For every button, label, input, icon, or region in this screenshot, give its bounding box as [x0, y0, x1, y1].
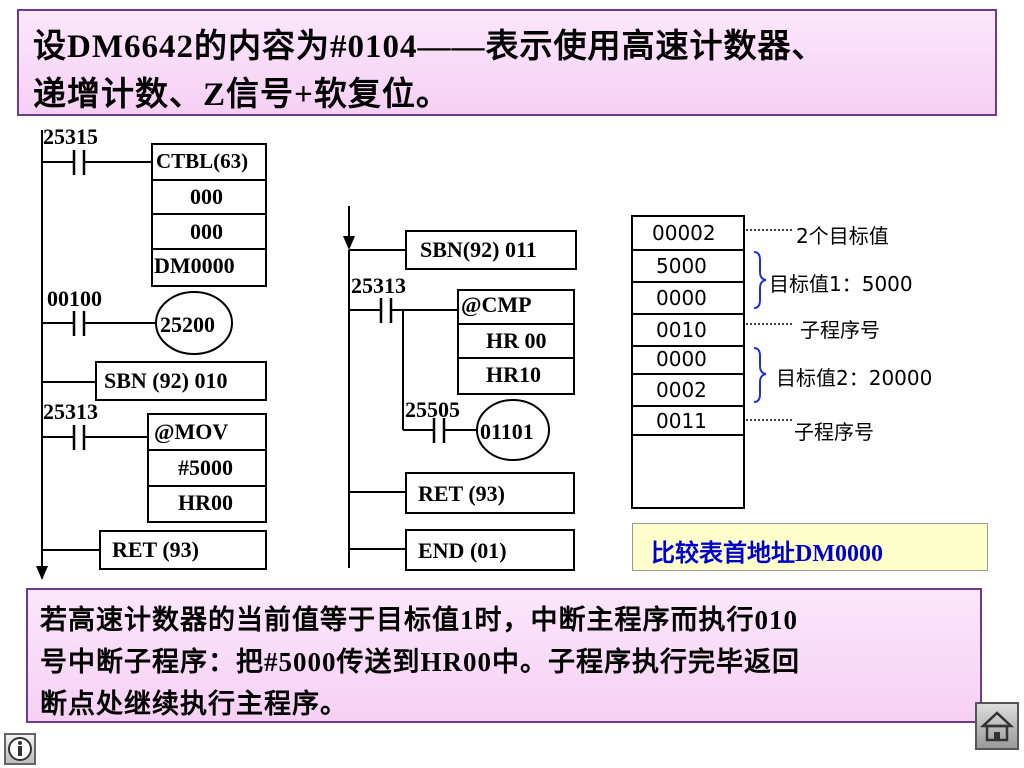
info-button[interactable]	[4, 733, 36, 765]
cmp-block	[457, 289, 575, 395]
mov-operand-1: #5000	[178, 455, 233, 480]
explanation-line-3: 断点处继续执行主程序。	[40, 689, 348, 719]
note-subroutine-1: 子程序号	[800, 318, 880, 342]
cmp-instruction: @CMP	[461, 292, 532, 317]
table-cell: 0000	[656, 347, 707, 371]
note-target-1: 目标值1：5000	[769, 272, 913, 296]
cmp-operand-2: HR10	[486, 362, 541, 387]
contact-label-25505: 25505	[405, 397, 460, 422]
note-subroutine-2: 子程序号	[794, 420, 874, 444]
explanation-line-1: 若高速计数器的当前值等于目标值1时，中断主程序而执行010	[40, 605, 798, 635]
table-cell: 0011	[656, 409, 707, 433]
title-line-1: 设DM6642的内容为#0104——表示使用高速计数器、	[33, 29, 826, 65]
explanation-box: 若高速计数器的当前值等于目标值1时，中断主程序而执行010 号中断子程序：把#5…	[26, 588, 982, 723]
table-cell: 0002	[656, 378, 707, 402]
compare-table	[631, 215, 745, 509]
table-cell: 5000	[656, 254, 707, 278]
table-cell: 0000	[656, 286, 707, 310]
mov-block	[147, 413, 267, 523]
mov-operand-2: HR00	[178, 490, 233, 515]
explanation-line-2: 号中断子程序：把#5000传送到HR00中。子程序执行完毕返回	[40, 647, 800, 677]
home-icon	[979, 711, 1015, 742]
note-target-count: 2个目标值	[796, 224, 889, 248]
table-cell: 0010	[656, 318, 707, 342]
brace-target1	[753, 251, 767, 309]
ret-block-2	[405, 472, 575, 514]
contact-label-00100: 00100	[47, 286, 102, 311]
title-line-2: 递增计数、Z信号+软复位。	[33, 77, 450, 113]
ret-label-2: RET (93)	[418, 481, 505, 506]
cmp-operand-1: HR 00	[486, 328, 547, 353]
ret-label-1: RET (93)	[112, 537, 199, 562]
coil-01101	[476, 399, 550, 461]
coil-label-25200: 25200	[160, 312, 215, 337]
brace-target2	[753, 347, 767, 403]
end-block	[405, 529, 575, 571]
coil-label-01101: 01101	[480, 419, 534, 444]
contact-label-25313-b: 25313	[351, 273, 406, 298]
title-box: 设DM6642的内容为#0104——表示使用高速计数器、 递增计数、Z信号+软复…	[17, 9, 997, 116]
note-target-2: 目标值2：20000	[776, 366, 933, 390]
sbn-010-block	[95, 361, 267, 401]
sbn-010-label: SBN (92) 010	[104, 368, 228, 393]
info-icon	[8, 737, 32, 761]
ctbl-operand-1: 000	[190, 184, 223, 209]
sbn-011-label: SBN(92) 011	[420, 237, 537, 262]
ret-block-1	[99, 530, 267, 570]
contact-label-25313-a: 25313	[43, 399, 98, 424]
mov-instruction: @MOV	[154, 419, 229, 444]
contact-label-25315: 25315	[43, 124, 98, 149]
coil-25200	[155, 291, 233, 355]
sbn-011-block	[405, 230, 577, 270]
table-cell: 00002	[652, 221, 716, 245]
end-label: END (01)	[418, 538, 507, 563]
home-button[interactable]	[975, 702, 1019, 750]
ctbl-instruction: CTBL(63)	[156, 149, 249, 173]
address-box: 比较表首地址DM0000	[632, 523, 988, 571]
address-label: 比较表首地址DM0000	[651, 541, 883, 567]
ladder2-rail-arrow	[343, 236, 355, 250]
ladder1-rail-arrow	[36, 566, 48, 580]
ctbl-operand-2: 000	[190, 219, 223, 244]
ctbl-operand-3: DM0000	[154, 253, 235, 278]
